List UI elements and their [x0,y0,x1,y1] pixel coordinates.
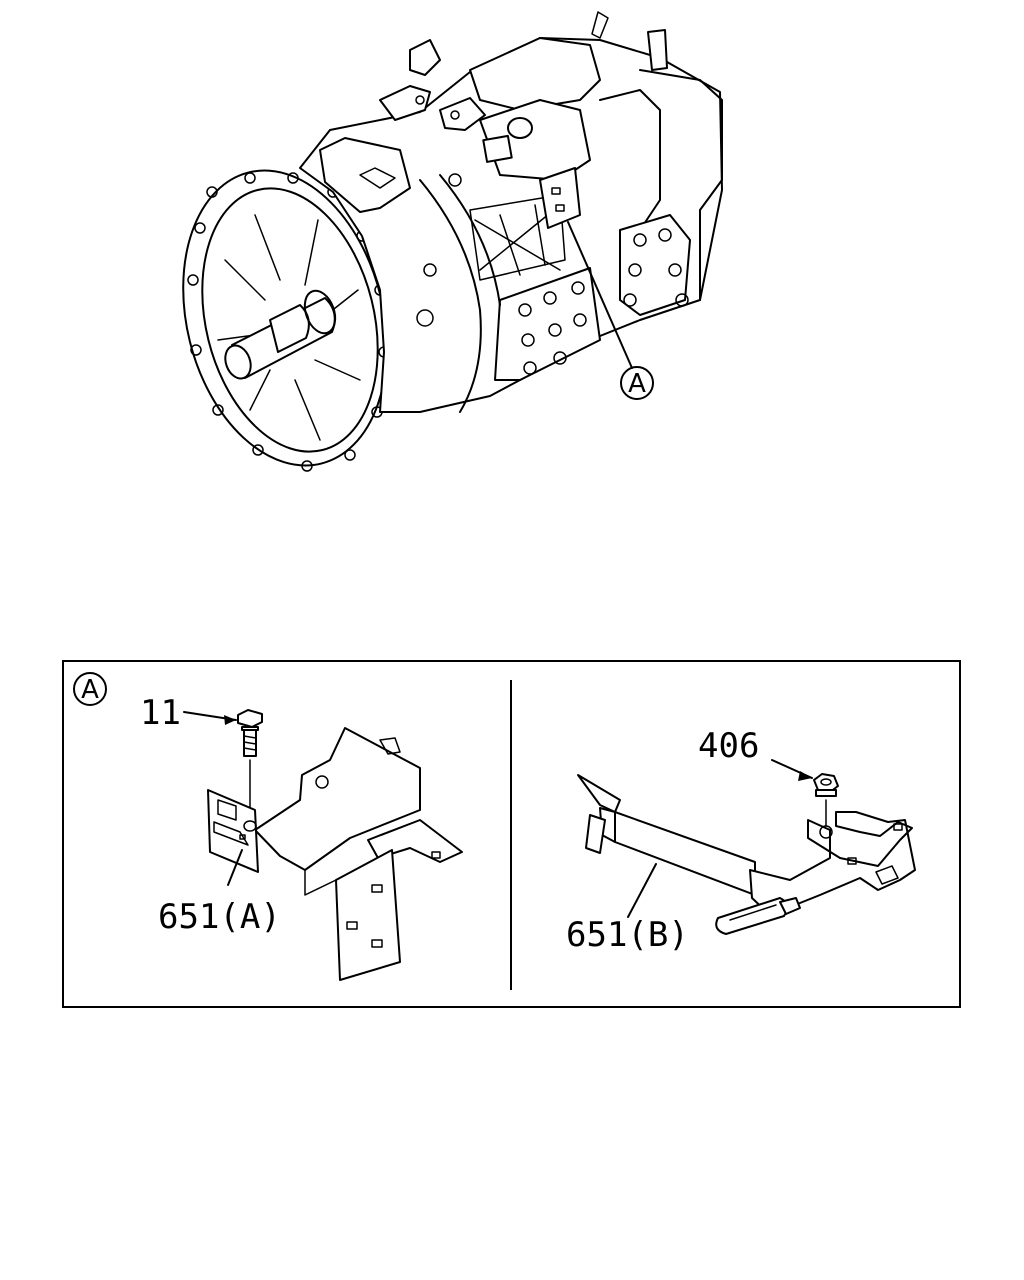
bracket-651b [577,774,916,935]
bracket-651a [207,727,463,981]
label-bracket-651a: 651(A) [158,897,281,937]
label-nut-406: 406 [698,726,759,766]
input-shaft [224,289,337,380]
callout-a-detail: A [81,675,99,705]
label-bolt-11: 11 [140,693,181,733]
side-cover [494,267,601,381]
transmission-assembly [182,11,723,472]
bell-housing-ribs [217,214,361,441]
nut-406 [813,773,839,827]
callout-a-main: A [628,369,646,399]
bolt-11 [237,709,263,821]
rear-cover [619,214,691,316]
callout-circle-a-detail [73,672,107,706]
callout-leader-a [567,221,633,369]
label-bracket-651b: 651(B) [566,915,689,955]
detail-box-frame [62,660,961,1008]
callout-circle-a [620,366,654,400]
shift-tower [379,37,601,181]
